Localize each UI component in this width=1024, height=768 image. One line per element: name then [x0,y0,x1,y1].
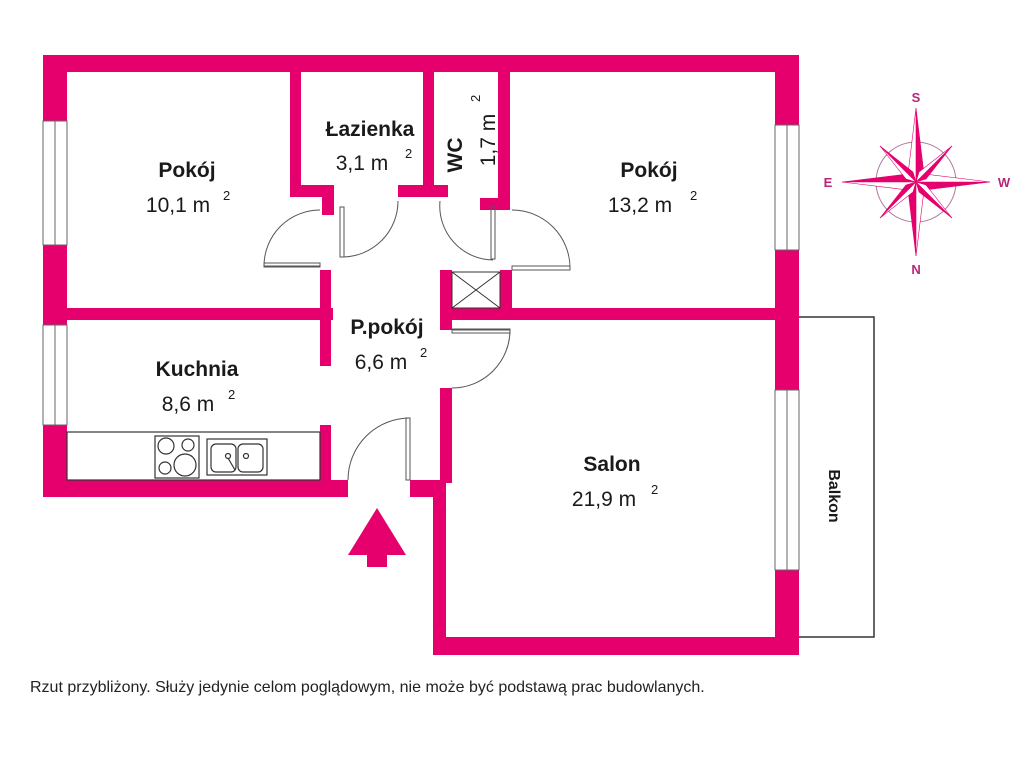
room-name-balkon: Balkon [825,469,842,522]
room-area-lazienka: 3,1 m [336,152,389,175]
room-area-pokoj-right: 13,2 m [608,194,672,217]
unit-exp: 2 [651,482,658,497]
unit-exp: 2 [420,345,427,360]
sink-icon [206,438,268,476]
windows [42,120,800,571]
room-name-pokoj-right: Pokój [620,159,677,182]
room-area-pokoj-left: 10,1 m [146,194,210,217]
ventilation-shaft-icon [451,271,501,309]
room-name-przedpokoj: P.pokój [350,316,423,339]
walls [43,55,799,655]
kitchen-counter [66,431,321,481]
unit-exp: 2 [405,146,412,161]
room-name-pokoj-left: Pokój [158,159,215,182]
doors [263,200,571,481]
room-name-kuchnia: Kuchnia [156,358,239,381]
stove-icon [154,435,200,479]
unit-exp: 2 [690,188,697,203]
unit-exp: 2 [223,188,230,203]
room-area-przedpokoj: 6,6 m [355,351,408,374]
unit-exp: 2 [228,387,235,402]
compass-rose-icon: S N E W [824,90,1011,277]
svg-text:Pokój: Pokój [158,159,215,182]
compass-label-top: S [912,90,921,105]
room-name-salon: Salon [583,453,640,476]
room-name-lazienka: Łazienka [326,118,415,141]
entrance-arrow-icon [348,508,406,567]
room-name-wc: WC [444,138,467,173]
room-area-wc: 1,7 m [477,114,500,167]
compass-label-right: W [998,175,1011,190]
compass-label-bottom: N [911,262,920,277]
disclaimer-caption: Rzut przybliżony. Służy jedynie celom po… [30,679,705,696]
svg-text:10,1 m: 10,1 m [146,194,210,217]
compass-label-left: E [824,175,833,190]
room-area-salon: 21,9 m [572,488,636,511]
unit-exp: 2 [468,95,483,102]
room-area-kuchnia: 8,6 m [162,393,215,416]
